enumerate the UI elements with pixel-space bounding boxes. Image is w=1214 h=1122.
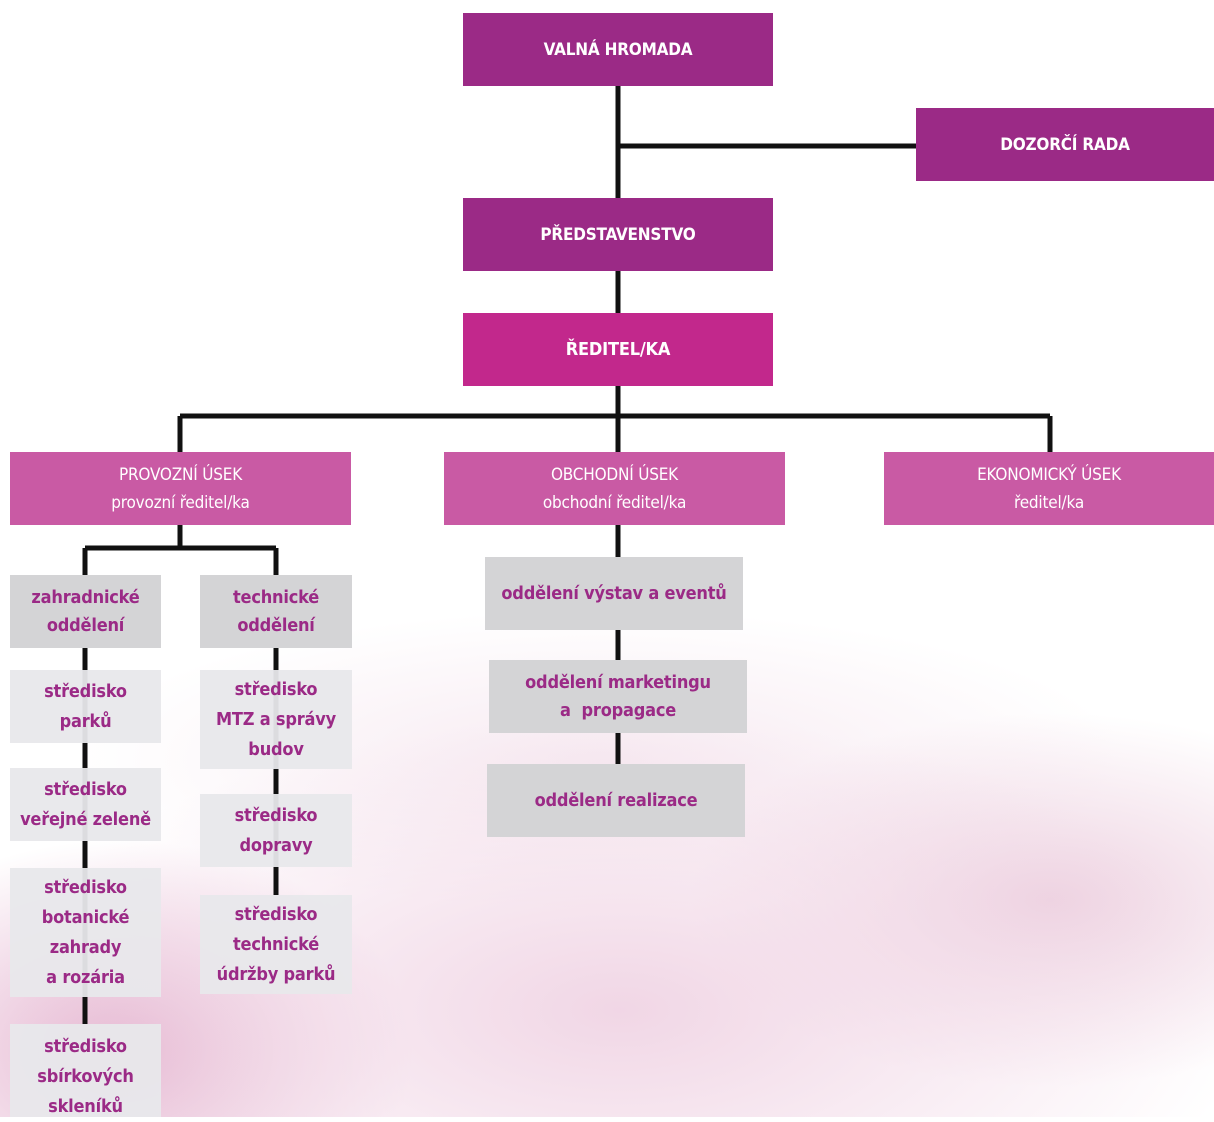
realization-department-label: oddělení realizace [534,789,698,811]
unit-park-maintenance: středisko technické údržby parků [200,895,352,994]
commercial-division-box: OBCHODNÍ ÚSEK obchodní ředitel/ka [444,452,785,525]
events-department-label: oddělení výstav a eventů [501,582,727,604]
economic-division-name: EKONOMICKÝ ÚSEK [977,464,1121,485]
general-meeting-box: VALNÁ HROMADA [463,13,773,86]
commercial-division-name: OBCHODNÍ ÚSEK [550,464,679,485]
marketing-department-line: a propagace [559,699,677,721]
operations-division-head: provozní ředitel/ka [111,492,250,513]
unit-greenhouses-line: skleníků [48,1096,123,1117]
unit-mtz-buildings-line: MTZ a správy [216,708,336,730]
supervisory-board-label: DOZORČÍ RADA [1000,134,1130,155]
management-board-box: PŘEDSTAVENSTVO [463,198,773,271]
operations-division-box: PROVOZNÍ ÚSEK provozní ředitel/ka [10,452,351,525]
realization-department-box: oddělení realizace [487,764,745,837]
unit-greenhouses-line: středisko [44,1036,127,1057]
economic-division-head: ředitel/ka [1013,492,1085,513]
director-box: ŘEDITEL/KA [463,313,773,386]
operations-division-name: PROVOZNÍ ÚSEK [118,464,243,485]
management-board-label: PŘEDSTAVENSTVO [540,224,696,245]
technical-department-box: technické oddělení [200,575,352,648]
supervisory-board-box: DOZORČÍ RADA [916,108,1214,181]
economic-division-box: EKONOMICKÝ ÚSEK ředitel/ka [884,452,1214,525]
unit-park-maintenance-line: středisko [234,903,318,925]
gardening-department-line: zahradnické [31,586,140,608]
technical-department-line: technické [232,586,319,608]
unit-park-maintenance-line: údržby parků [216,963,336,985]
unit-greenhouses-line: sbírkových [37,1066,134,1087]
director-label: ŘEDITEL/KA [565,339,671,360]
unit-botanical-garden-line: středisko [44,876,127,898]
general-meeting-label: VALNÁ HROMADA [543,39,693,60]
unit-greenhouses: středisko sbírkových skleníků [10,1024,161,1117]
unit-botanical-garden-line: zahrady [49,936,122,958]
commercial-division-head: obchodní ředitel/ka [542,492,687,513]
gardening-department-box: zahradnické oddělení [10,575,161,648]
unit-transport: středisko dopravy [200,794,352,867]
unit-mtz-buildings-line: budov [248,738,304,760]
events-department-box: oddělení výstav a eventů [485,557,743,630]
unit-transport-line: středisko [234,804,318,826]
unit-mtz-buildings: středisko MTZ a správy budov [200,670,352,769]
unit-botanical-garden: středisko botanické zahrady a rozária [10,868,161,997]
unit-transport-line: dopravy [239,834,313,856]
unit-parks: středisko parků [10,670,161,743]
marketing-department-line: oddělení marketingu [525,671,711,693]
technical-department-line: oddělení [237,614,315,636]
unit-parks-line: parků [59,710,112,732]
unit-parks-line: středisko [44,680,127,702]
unit-public-greenery-line: středisko [44,778,127,800]
unit-public-greenery-line: veřejné zeleně [20,808,151,830]
marketing-department-box: oddělení marketingu a propagace [489,660,747,733]
unit-botanical-garden-line: botanické [41,906,130,928]
unit-botanical-garden-line: a rozária [46,966,125,988]
gardening-department-line: oddělení [46,614,125,636]
unit-park-maintenance-line: technické [232,933,319,955]
unit-public-greenery: středisko veřejné zeleně [10,768,161,841]
unit-mtz-buildings-line: středisko [234,678,318,700]
